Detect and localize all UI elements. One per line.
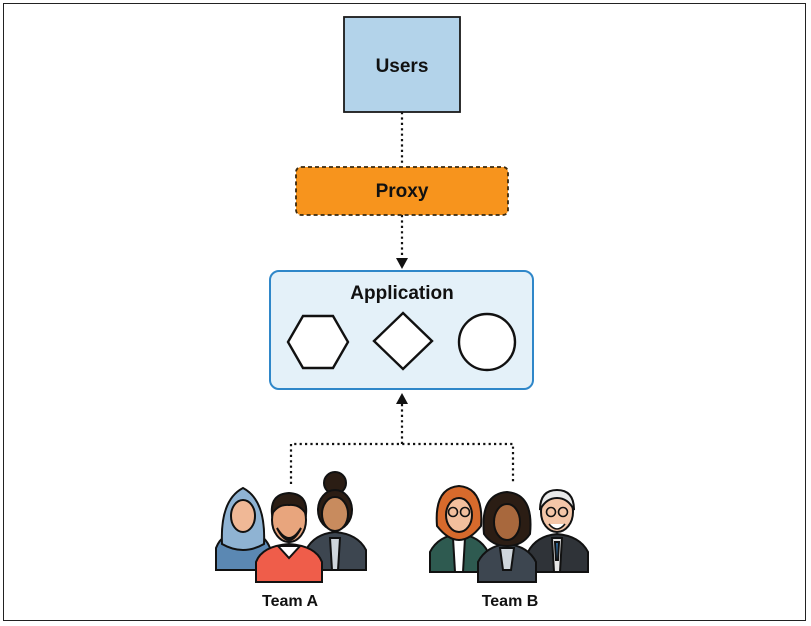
person-front-woman: [477, 490, 537, 583]
team-b-group: [429, 484, 589, 583]
circle-icon: [457, 312, 517, 372]
users-box: [343, 16, 461, 113]
application-label: Application: [350, 283, 453, 304]
users-node: Users: [343, 16, 461, 113]
arrowhead-to-application-top: [396, 258, 408, 269]
team-a-group: [215, 471, 367, 583]
proxy-node: Proxy: [295, 166, 509, 216]
person-bearded-man: [255, 491, 323, 583]
team-b-label: Team B: [482, 593, 539, 610]
users-label: Users: [376, 56, 429, 77]
application-node: Application: [269, 270, 534, 390]
proxy-label: Proxy: [376, 181, 429, 202]
person-older-man: [527, 488, 589, 573]
person-glasses-woman: [429, 484, 489, 573]
person-hijab-woman: [215, 486, 271, 571]
edge-teams-application: [289, 442, 515, 484]
proxy-box: [295, 166, 509, 216]
hexagon-icon: [286, 314, 350, 370]
team-a-label: Team A: [262, 593, 318, 610]
connectors: [289, 112, 515, 484]
diamond-icon: [372, 311, 434, 371]
arrowhead-to-application-bottom: [396, 393, 408, 404]
